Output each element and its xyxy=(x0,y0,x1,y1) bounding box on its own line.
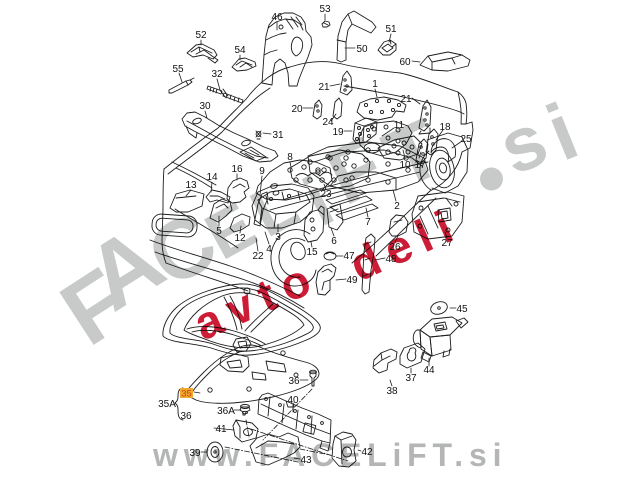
svg-text:30: 30 xyxy=(199,101,211,112)
svg-text:36: 36 xyxy=(288,376,300,387)
svg-text:25: 25 xyxy=(460,134,472,145)
svg-text:7: 7 xyxy=(365,217,371,228)
svg-text:12: 12 xyxy=(234,233,246,244)
svg-text:14: 14 xyxy=(206,172,218,183)
svg-text:27: 27 xyxy=(441,238,453,249)
svg-text:23: 23 xyxy=(320,189,332,200)
svg-text:36: 36 xyxy=(180,411,192,422)
svg-text:32: 32 xyxy=(211,69,223,80)
svg-text:2: 2 xyxy=(394,201,400,212)
svg-text:10: 10 xyxy=(399,160,411,171)
svg-text:21: 21 xyxy=(400,94,412,105)
svg-text:42: 42 xyxy=(361,447,373,458)
svg-text:50: 50 xyxy=(356,44,368,55)
svg-text:24: 24 xyxy=(322,117,334,128)
svg-text:9: 9 xyxy=(259,166,265,177)
svg-text:20: 20 xyxy=(291,104,303,115)
svg-text:1: 1 xyxy=(372,79,378,90)
svg-text:46: 46 xyxy=(271,12,283,23)
svg-text:54: 54 xyxy=(234,45,246,56)
svg-text:51: 51 xyxy=(385,24,397,35)
svg-text:6: 6 xyxy=(331,236,337,247)
svg-text:www.FACELiFT.si: www.FACELiFT.si xyxy=(152,437,507,473)
svg-text:5: 5 xyxy=(216,226,222,237)
svg-text:26: 26 xyxy=(389,242,401,253)
svg-text:48: 48 xyxy=(385,254,397,265)
svg-text:35A: 35A xyxy=(158,399,176,410)
svg-text:36A: 36A xyxy=(217,406,235,417)
svg-text:4: 4 xyxy=(266,244,272,255)
svg-text:60: 60 xyxy=(399,57,411,68)
svg-text:18: 18 xyxy=(439,122,451,133)
svg-text:19: 19 xyxy=(332,127,344,138)
svg-text:17: 17 xyxy=(414,160,426,171)
svg-text:49: 49 xyxy=(346,275,358,286)
svg-text:52: 52 xyxy=(195,30,207,41)
svg-text:53: 53 xyxy=(319,4,331,15)
svg-text:13: 13 xyxy=(185,180,197,191)
svg-text:15: 15 xyxy=(306,247,318,258)
svg-text:55: 55 xyxy=(172,64,184,75)
svg-text:43: 43 xyxy=(300,455,312,466)
svg-text:31: 31 xyxy=(272,130,284,141)
svg-text:40: 40 xyxy=(287,395,299,406)
svg-text:35: 35 xyxy=(181,389,192,400)
svg-text:8: 8 xyxy=(287,152,293,163)
svg-text:16: 16 xyxy=(231,164,243,175)
svg-text:45: 45 xyxy=(456,304,468,315)
svg-text:44: 44 xyxy=(423,365,435,376)
svg-text:11: 11 xyxy=(394,120,405,131)
svg-text:3: 3 xyxy=(275,232,281,243)
svg-text:22: 22 xyxy=(252,251,264,262)
svg-text:39: 39 xyxy=(189,448,201,459)
svg-text:37: 37 xyxy=(405,373,417,384)
svg-text:47: 47 xyxy=(343,251,355,262)
svg-text:21: 21 xyxy=(318,82,330,93)
svg-text:38: 38 xyxy=(386,386,398,397)
svg-text:41: 41 xyxy=(215,424,227,435)
